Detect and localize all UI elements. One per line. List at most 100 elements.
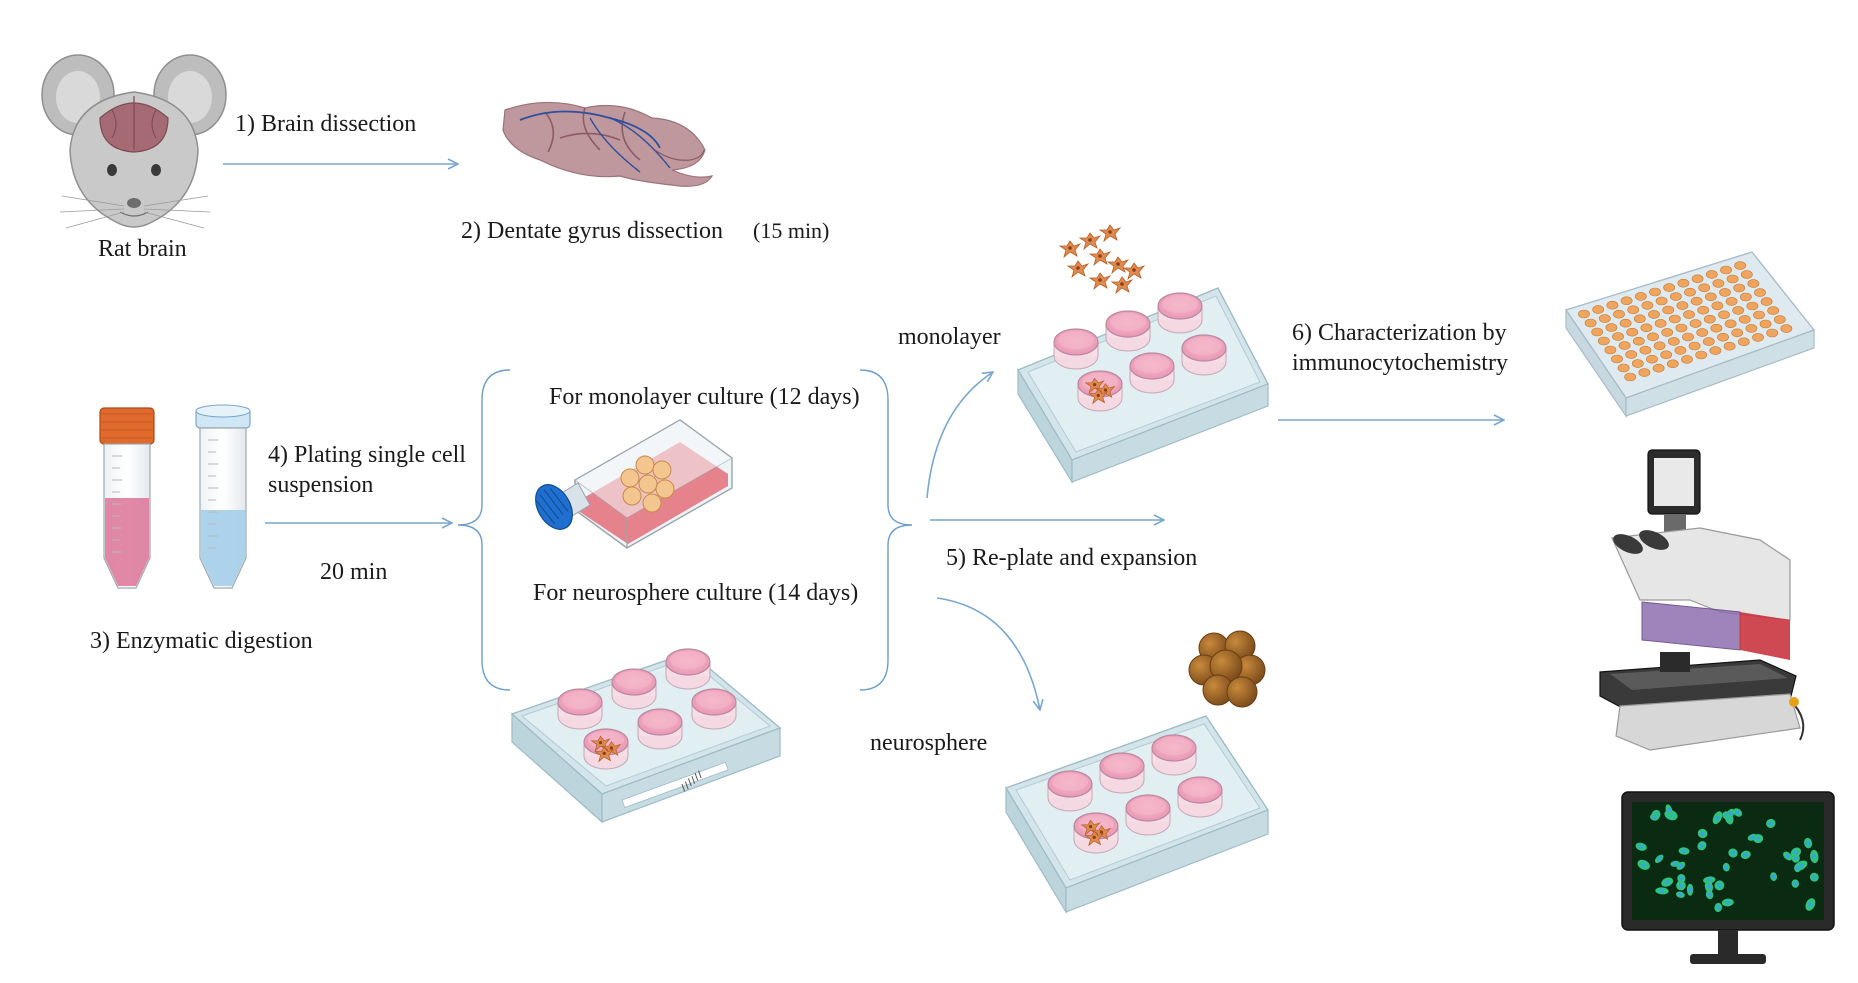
- microplate-well: [1647, 332, 1659, 342]
- microplate-well: [1625, 350, 1638, 359]
- microplate-well: [1717, 332, 1729, 342]
- microplate-well: [1705, 270, 1718, 279]
- microplate-well: [1677, 278, 1690, 288]
- microplate-well: [1634, 292, 1647, 301]
- microplate-well: [1733, 283, 1746, 293]
- enzymatic-digestion-label: 3) Enzymatic digestion: [90, 628, 313, 654]
- microplate-well: [1731, 328, 1744, 338]
- plating-time: 20 min: [320, 559, 388, 585]
- microplate-well: [1667, 337, 1680, 346]
- microplate-well: [1654, 319, 1667, 328]
- microplate-well: [1725, 297, 1738, 306]
- microplate-well: [1669, 292, 1682, 301]
- microplate-well: [1611, 354, 1623, 364]
- arrow-to-monolayer: [926, 372, 993, 499]
- microplate-well: [1746, 301, 1759, 311]
- microplate-well: [1618, 341, 1631, 350]
- plating-label-line2: suspension: [268, 472, 374, 498]
- dentate-gyrus-time: (15 min): [753, 218, 830, 243]
- microplate-well: [1724, 319, 1737, 329]
- neurosphere-icon: [1188, 630, 1266, 708]
- fluorescent-cell: [1655, 887, 1669, 895]
- microplate-well: [1578, 309, 1590, 319]
- microplate-well: [1738, 315, 1751, 324]
- neurosphere-label: neurosphere: [870, 730, 988, 756]
- microplate-well: [1689, 319, 1702, 328]
- fluorescent-cell: [1661, 877, 1674, 887]
- microplate-well: [1675, 323, 1688, 333]
- fluorescent-cell: [1686, 883, 1694, 896]
- microplate-well: [1666, 359, 1679, 369]
- microplate-well: [1592, 305, 1605, 314]
- culture-flask-icon: [535, 419, 733, 549]
- microplate-well: [1688, 341, 1701, 351]
- fluorescent-cell: [1790, 847, 1802, 858]
- fluorescent-cell: [1637, 859, 1650, 870]
- fluorescent-cell: [1678, 847, 1690, 855]
- microplate-well: [1605, 323, 1618, 332]
- microplate-well: [1703, 314, 1716, 324]
- fluorescent-cell: [1728, 848, 1738, 858]
- microplate-well: [1704, 292, 1717, 302]
- fluorescent-cell: [1705, 890, 1714, 900]
- microplate-well: [1674, 346, 1687, 355]
- conical-tube-icon: [99, 407, 155, 589]
- fluorescent-cell: [1697, 828, 1708, 839]
- microplate-well: [1767, 306, 1780, 315]
- microplate-well: [1720, 265, 1732, 275]
- microplate-well: [1726, 274, 1739, 284]
- fluorescent-cell: [1809, 872, 1819, 882]
- microplate-well: [1732, 306, 1745, 315]
- microplate-well: [1719, 288, 1731, 297]
- fluorescent-cell: [1766, 818, 1776, 828]
- microplate-well: [1661, 328, 1674, 337]
- microplate-well: [1641, 301, 1654, 310]
- microplate-well: [1626, 327, 1639, 337]
- fluorescent-cell: [1794, 863, 1801, 873]
- microplate-well: [1676, 301, 1689, 310]
- characterization-label-line2: immunocytochemistry: [1292, 350, 1508, 376]
- fluorescent-cell: [1770, 872, 1778, 881]
- microplate-well: [1712, 279, 1725, 288]
- microplate-well: [1753, 310, 1765, 320]
- fluorescent-cell: [1783, 851, 1793, 861]
- microplate-well: [1760, 297, 1773, 306]
- rat-head-icon: [41, 54, 227, 229]
- microplate-well: [1754, 288, 1766, 297]
- fluorescent-cell: [1677, 874, 1686, 883]
- microplate-well: [1773, 315, 1786, 324]
- microplate-well: [1652, 363, 1665, 373]
- microplate-well: [1640, 323, 1653, 333]
- adherent-cells-icon: [1059, 224, 1145, 294]
- microplate-well: [1759, 319, 1772, 329]
- monitor-icon: [1621, 791, 1835, 964]
- fluorescent-cell: [1675, 891, 1685, 898]
- monolayer-label: monolayer: [898, 324, 1001, 350]
- microplate-well: [1690, 296, 1703, 306]
- fluorescent-cell: [1804, 837, 1813, 849]
- microplate-well: [1683, 310, 1695, 319]
- dentate-gyrus-label: 2) Dentate gyrus dissection: [461, 218, 723, 244]
- microplate-well: [1646, 354, 1658, 364]
- brain-icon: [502, 101, 714, 187]
- microplate-well: [1740, 270, 1753, 279]
- rat-brain-label: Rat brain: [98, 236, 187, 262]
- microplate-well: [1632, 336, 1645, 346]
- microplate-well: [1745, 324, 1758, 333]
- microplate-well: [1612, 332, 1624, 341]
- conical-tube-icon: [195, 404, 251, 589]
- fluorescent-cell: [1712, 811, 1723, 825]
- microplate-well: [1648, 310, 1660, 319]
- microplate-96-icon: [1564, 251, 1816, 418]
- fluorescent-cell: [1747, 833, 1758, 841]
- microplate-well: [1702, 337, 1715, 346]
- microplate-well: [1598, 314, 1611, 323]
- microplate-well: [1681, 355, 1693, 364]
- bracket-left: [457, 369, 511, 691]
- microplate-well: [1584, 318, 1597, 328]
- microplate-well: [1691, 274, 1704, 284]
- microplate-well: [1709, 346, 1722, 355]
- fluorescent-cell: [1721, 898, 1734, 907]
- microplate-well: [1619, 318, 1632, 328]
